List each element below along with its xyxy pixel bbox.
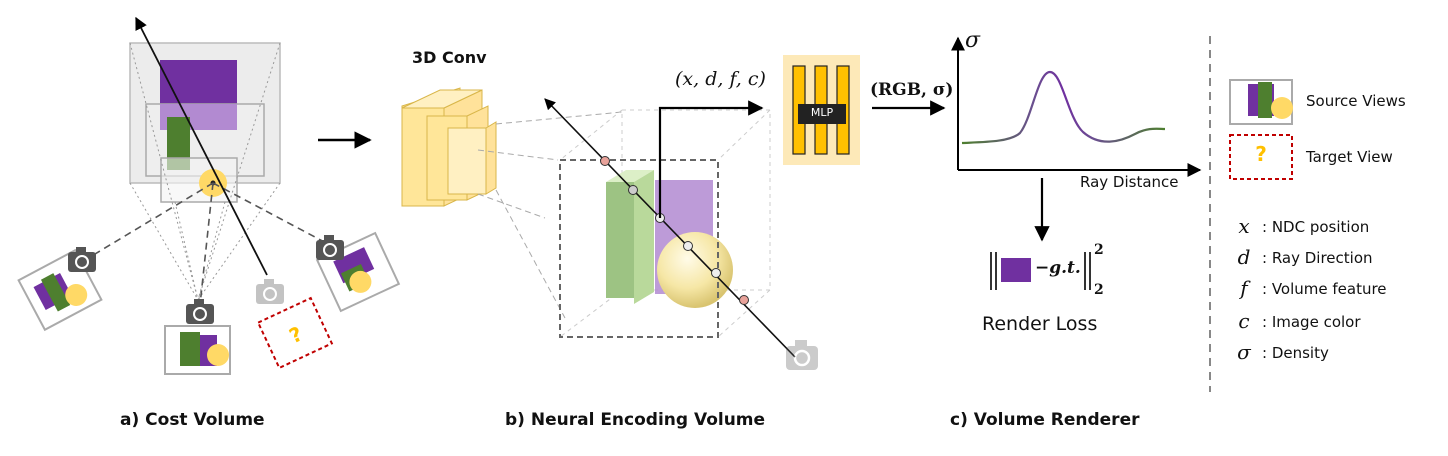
loss-subscript: 2 [1094,282,1104,298]
caption-neural-encoding-volume: b) Neural Encoding Volume [505,410,766,430]
legend-symbol-c: c [1238,309,1250,333]
camera-icon [186,299,214,324]
legend-desc-c: : Image color [1262,313,1361,331]
legend-target-view: Target View [1306,148,1393,166]
encoding-volume-cube [559,109,771,338]
legend-desc-f: : Volume feature [1262,280,1387,298]
conv-blocks [401,87,497,207]
legend-symbol-f: f [1240,276,1248,300]
question-mark-icon: ? [1255,142,1267,166]
legend-symbol-x: x [1238,214,1250,238]
camera-icon [316,235,344,260]
caption-cost-volume: a) Cost Volume [120,410,265,430]
camera-icon [256,279,284,304]
x-axis-label: Ray Distance [1080,173,1179,191]
legend-desc-d: : Ray Direction [1262,249,1373,267]
legend-desc-sigma: : Density [1262,344,1329,362]
density-curve [961,70,1166,145]
legend-source-views: Source Views [1306,92,1406,110]
render-loss-formula [990,252,1091,290]
mlp-output-label: (RGB, σ) [870,80,954,100]
loss-formula-text: −g.t. [1035,258,1081,278]
camera-icon [786,340,818,370]
source-view-bottom [164,325,231,375]
render-loss-label: Render Loss [982,313,1098,335]
legend-desc-x: : NDC position [1262,218,1370,236]
cost-volume-illustration [79,16,331,306]
legend-symbol-sigma: σ [1237,340,1251,364]
mlp-block [783,55,860,165]
target-view-icon [1229,134,1293,180]
ray-sample-points [600,156,749,305]
ray-arrow [544,98,796,358]
feature-arrow [658,100,764,218]
legend-symbol-d: d [1237,245,1251,269]
mlp-input-label: (x, d, f, c) [675,68,766,90]
loss-superscript: 2 [1094,242,1104,258]
mlp-label: MLP [810,106,834,119]
camera-icon [68,247,96,272]
target-view-frame: ? [256,296,334,370]
source-views-icon [1229,79,1293,125]
caption-volume-renderer: c) Volume Renderer [950,410,1140,430]
conv-label: 3D Conv [412,48,487,67]
y-axis-label: σ [965,28,981,53]
